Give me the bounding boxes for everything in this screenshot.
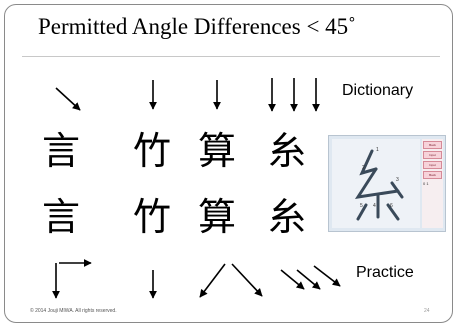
- app-screenshot: 1 2 3 4 5 6 Back Input Input Back 0 1: [328, 135, 446, 232]
- title-divider: [22, 56, 440, 57]
- prac-arrow-4: [231, 263, 263, 297]
- dictionary-kanji-1: 言: [42, 129, 81, 173]
- panel-value: 0 1: [423, 181, 429, 186]
- dict-arrow-1: [55, 87, 81, 111]
- dictionary-kanji-4: 糸: [268, 129, 307, 173]
- practice-kanji-2: 竹: [133, 195, 172, 239]
- dictionary-label: Dictionary: [342, 82, 414, 99]
- stroke-number-1: 1: [376, 147, 379, 153]
- input-button[interactable]: Input: [423, 151, 442, 159]
- stroke-number-2: 2: [362, 165, 365, 171]
- stroke-number-3: 3: [396, 177, 399, 183]
- practice-label: Practice: [356, 264, 414, 281]
- prac-arrow-5: [280, 269, 305, 290]
- stroke-number-6: 6: [390, 203, 393, 209]
- input-button-2[interactable]: Input: [423, 161, 442, 169]
- prac-arrow-7: [313, 265, 341, 287]
- back-button-2[interactable]: Back: [423, 171, 442, 179]
- prac-arrow-6: [296, 269, 321, 290]
- kanji-stroke-drawing: 1 2 3 4 5 6: [354, 147, 404, 221]
- practice-kanji-1: 言: [42, 195, 81, 239]
- prac-arrow-3: [199, 263, 226, 298]
- practice-kanji-4: 糸: [268, 195, 307, 239]
- practice-kanji-3: 算: [198, 195, 237, 239]
- dictionary-kanji-3: 算: [198, 129, 237, 173]
- back-button[interactable]: Back: [423, 141, 442, 149]
- page-number: 24: [424, 308, 430, 314]
- footer-copyright: © 2014 Jouji MIWA. All rights reserved.: [30, 308, 117, 314]
- stroke-number-5: 5: [360, 203, 363, 209]
- dictionary-kanji-2: 竹: [133, 129, 172, 173]
- control-panel: Back Input Input Back 0 1: [422, 139, 443, 228]
- stroke-number-4: 4: [373, 203, 376, 209]
- drawing-canvas[interactable]: 1 2 3 4 5 6: [332, 139, 420, 228]
- slide-title: Permitted Angle Differences < 45˚: [38, 14, 356, 39]
